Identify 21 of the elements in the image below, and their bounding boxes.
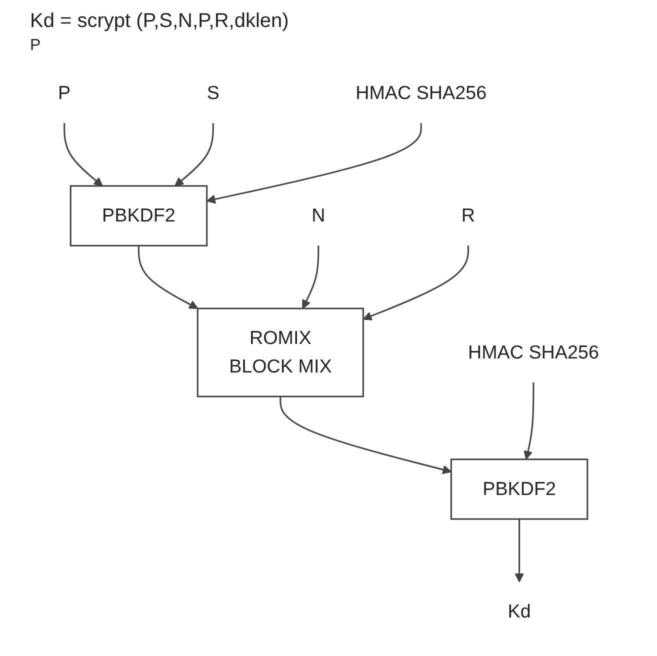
arrow <box>206 123 422 204</box>
node-text: HMAC SHA256 <box>468 342 599 362</box>
arrow <box>524 382 534 460</box>
arrow <box>280 396 452 474</box>
node-text: S <box>206 82 220 104</box>
node-box: PBKDF2 <box>450 458 588 520</box>
arrow <box>362 246 469 320</box>
input-label: P <box>30 37 41 54</box>
arrow <box>138 246 198 309</box>
node-box: ROMIX BLOCK MIX <box>196 308 364 398</box>
arrow <box>64 123 103 186</box>
arrow <box>174 123 214 186</box>
arrow <box>302 246 320 309</box>
node-text: Kd <box>508 600 531 622</box>
node-text: P <box>58 82 71 104</box>
node-text: N <box>312 204 326 226</box>
node-text: HMAC SHA256 <box>356 82 487 104</box>
node-box: PBKDF2 <box>70 185 208 246</box>
node-text: R <box>461 204 476 226</box>
arrow <box>514 519 524 582</box>
diagram-title: Kd = scrypt (P,S,N,P,R,dklen) <box>30 10 290 33</box>
